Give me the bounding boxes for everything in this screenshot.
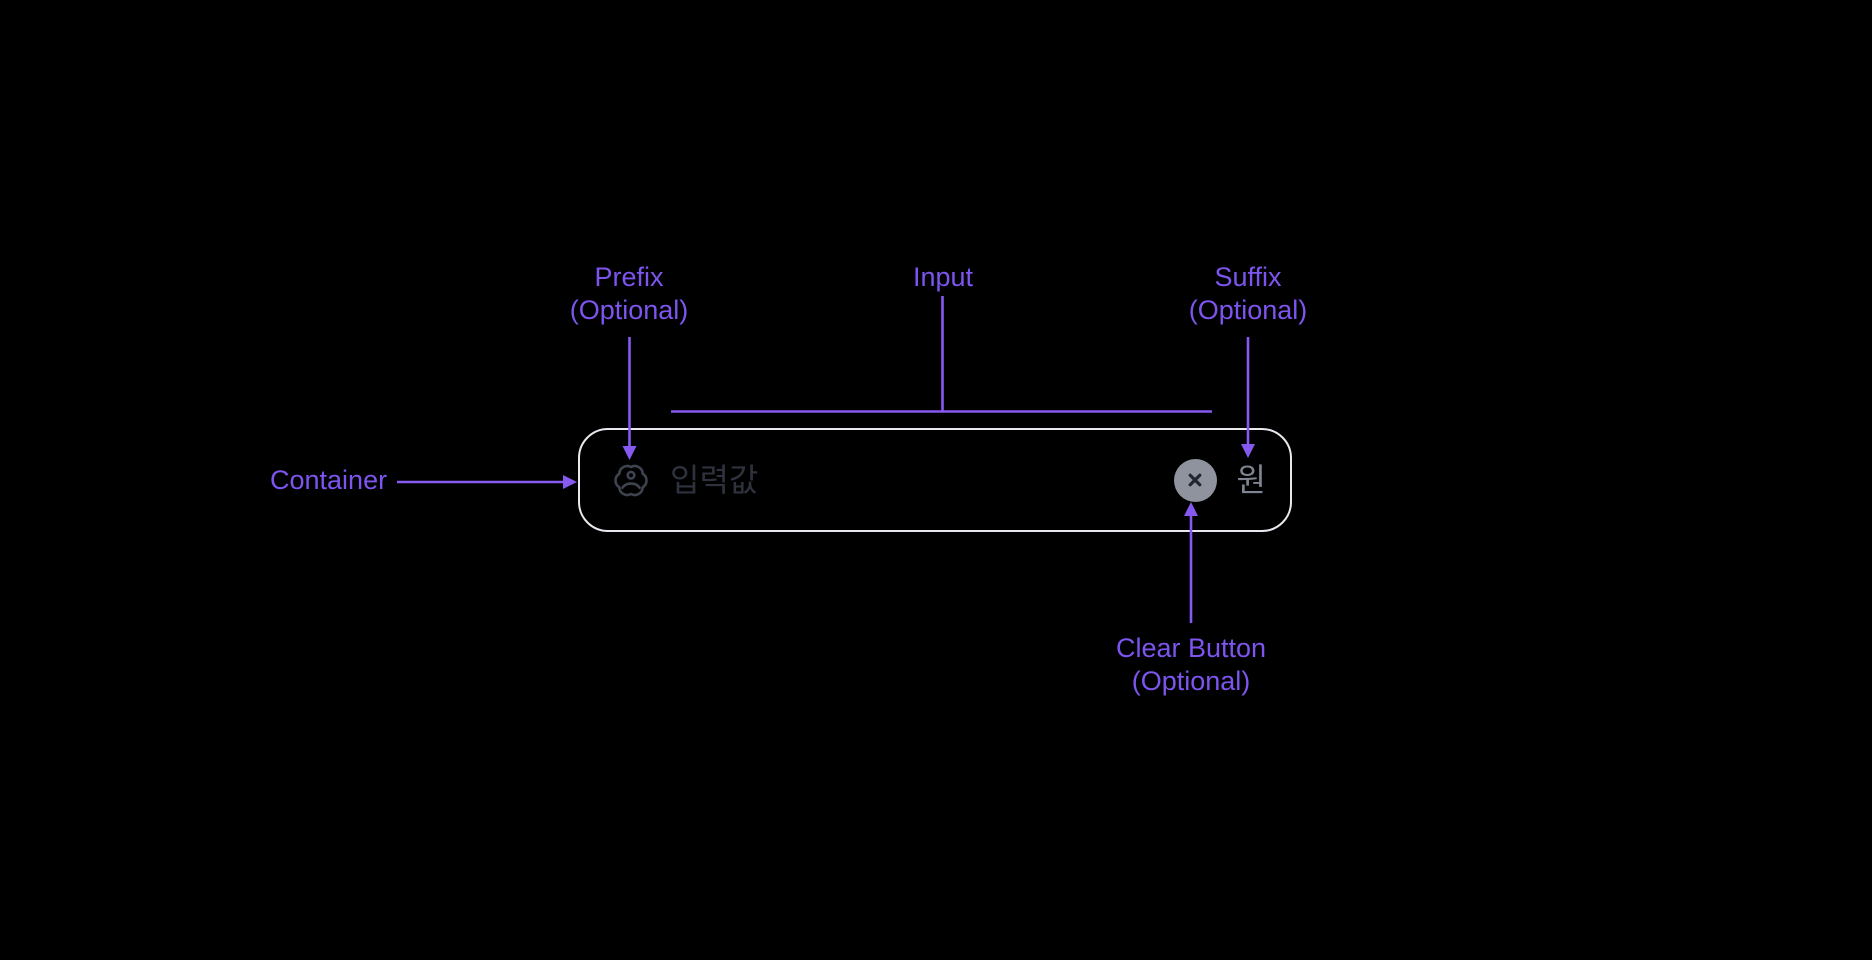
label-container-line1: Container: [270, 465, 388, 495]
label-container: Container: [270, 464, 387, 497]
label-input-line1: Input: [912, 262, 974, 292]
text-input[interactable]: [670, 461, 1174, 499]
container-arrow: [397, 475, 577, 489]
label-clear-button-line1: Clear Button: [1115, 633, 1267, 663]
label-prefix: Prefix (Optional): [570, 261, 689, 327]
input-bracket: [671, 296, 1212, 413]
label-suffix: Suffix (Optional): [1189, 261, 1308, 327]
label-input: Input: [913, 261, 973, 294]
label-prefix-line2: (Optional): [569, 295, 689, 325]
label-prefix-line1: Prefix: [594, 262, 664, 292]
label-clear-button: Clear Button (Optional): [1116, 632, 1266, 698]
suffix-text: 원: [1236, 462, 1266, 498]
label-suffix-line2: (Optional): [1188, 295, 1308, 325]
label-clear-button-line2: (Optional): [1131, 666, 1251, 696]
user-badge-icon: [613, 462, 649, 499]
clear-button[interactable]: [1173, 458, 1217, 502]
close-icon: [1188, 473, 1202, 487]
input-container[interactable]: 원: [578, 428, 1292, 532]
label-suffix-line1: Suffix: [1214, 262, 1282, 292]
